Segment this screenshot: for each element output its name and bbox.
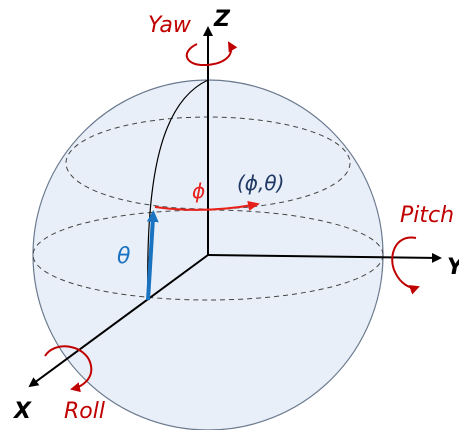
roll-rotation-icon <box>44 345 93 393</box>
coordinate-label: (ϕ,θ) <box>237 171 284 195</box>
pitch-rotation-icon <box>391 236 420 295</box>
theta-arrow <box>146 210 159 301</box>
pitch-label: Pitch <box>400 203 454 228</box>
y-axis <box>207 252 442 263</box>
phi-label: ϕ <box>192 179 205 203</box>
z-axis-label: Z <box>213 7 231 32</box>
equator-ellipse <box>32 209 384 301</box>
yaw-label: Yaw <box>148 13 192 38</box>
roll-label: Roll <box>64 399 105 424</box>
meridian-arc <box>147 79 209 301</box>
yaw-rotation-icon <box>185 41 238 67</box>
phi-arrow <box>154 200 260 211</box>
x-axis <box>28 254 209 388</box>
x-axis-label: X <box>12 399 32 424</box>
y-axis-label: Y <box>447 255 459 280</box>
theta-label: θ <box>117 244 131 269</box>
